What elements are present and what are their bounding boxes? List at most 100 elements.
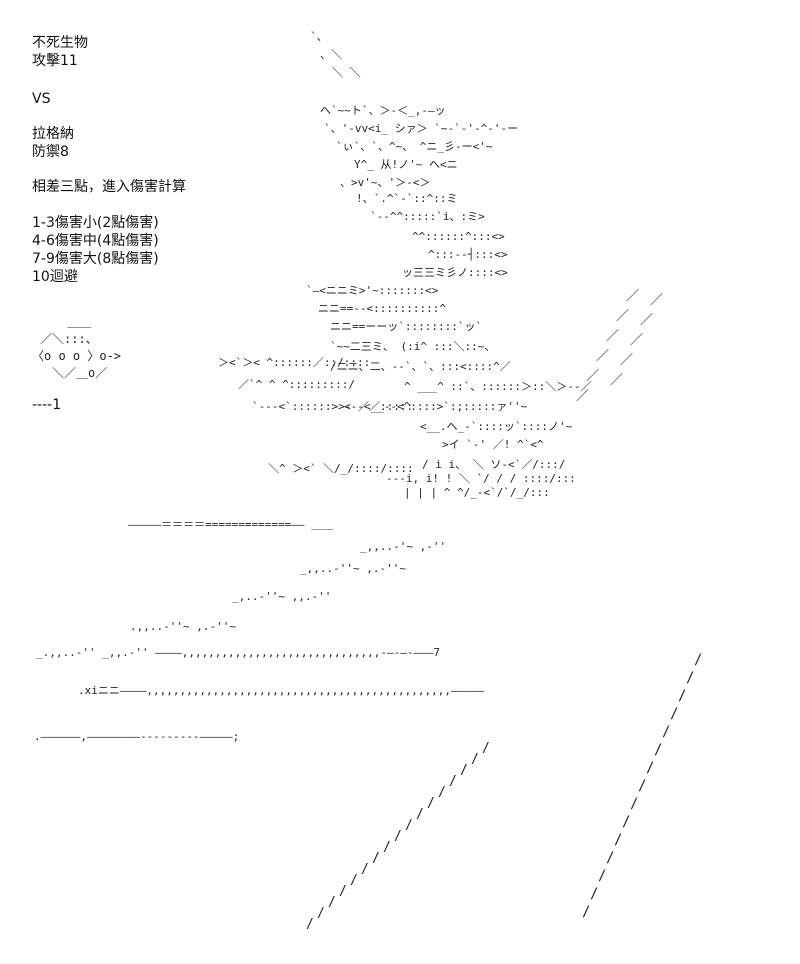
- dice-art-line: ／＼:::、: [40, 332, 98, 346]
- streak-art-line: _.,,..-'' _,,.-'' ――――,,,,,,,,,,,,,,,,,,…: [36, 646, 440, 659]
- streak-art-line: .,,..-''~ ,.‐''~: [130, 620, 236, 633]
- difference-note: 相差三點，進入傷害計算: [32, 179, 186, 195]
- falling-dash: /: [449, 774, 457, 789]
- beast-art-line: ＞<`＞< ^::::::／::/::::: [218, 356, 370, 369]
- wing-stroke: ／: [576, 389, 589, 404]
- beast-art-line: <‐‐<__-‐<^::::>`:;:::::ァ''~: [344, 400, 528, 413]
- beast-art-line: /ニニ、二、‐‐`、`、:::<::::^／: [330, 360, 511, 373]
- tail-dash: /: [622, 814, 630, 830]
- dice-art: ＿＿／＼:::、〈o o o 〉o‐>＼／＿o／: [32, 315, 121, 380]
- tail-dash: /: [598, 868, 606, 884]
- falling-dash: /: [405, 818, 413, 833]
- beast-art-line: ^ ___^ ::`、::::::＞::＼＞‐‐／: [404, 380, 591, 393]
- beast-art-line: !、`.^`‐`::^::ミ: [356, 192, 457, 205]
- streak-art-line: _,,..‐'~ ,‐'': [360, 540, 446, 553]
- beast-art: `、、＼ ＼ ＼ へ`~~ト`、＞‐＜_,-―ッ `、'-vv<i_ シァ＞ `~‐`…: [218, 30, 591, 499]
- wing-stroke: ／: [626, 289, 639, 304]
- tail-dash: /: [662, 724, 670, 740]
- beast-art-line: 、＼: [320, 48, 342, 61]
- wing-stroke: ／: [640, 313, 653, 328]
- tail-dash: /: [590, 886, 598, 902]
- hero-name: 拉格納: [32, 126, 74, 142]
- beast-art-line: ^^::::::^:::<>: [412, 230, 505, 243]
- falling-dash: /: [339, 884, 347, 899]
- wing-stroke: ／: [620, 353, 633, 368]
- beast-art-line: `~~二三ミ、 (:i^ :::＼::~、: [330, 340, 495, 353]
- beast-art-line: >イ `‐' ／! ^`<^: [442, 438, 544, 451]
- tail-dash: /: [606, 850, 614, 866]
- streak-art-line: _,,..-''~ ,.-''~: [300, 562, 406, 575]
- beast-art-line: 、>v'~、'＞‐<＞: [340, 176, 430, 189]
- beast-art-line: `―<ニニミ>'~:::::::<>: [306, 284, 439, 297]
- monster-attack: 攻擊11: [32, 53, 78, 69]
- tail-dash: /: [678, 688, 686, 704]
- dice-art-line: 〈o o o 〉o‐>: [32, 349, 121, 363]
- streak-art-line: .――――――,――――――――---------―――――;: [34, 730, 239, 743]
- falling-dash: /: [460, 763, 468, 778]
- beast-art-line: <__.ヘ_-`::::ッ`::::ノ'~: [420, 420, 573, 433]
- beast-art-line: `-‐-<`::::::>>‐ ／／:::::: [252, 400, 413, 413]
- wing-stroke: ／: [596, 349, 609, 364]
- beast-art-line: ‐‐‐i, i! ! ＼ `/ / / ::::/:::: [386, 472, 576, 485]
- tail-dash: /: [638, 778, 646, 794]
- dice-art-line: ＿＿: [48, 315, 91, 329]
- beast-art-line: ＼^ ＞<` ＼/_/::::/::::: [268, 462, 414, 475]
- tail-dash: /: [646, 760, 654, 776]
- streak-art-line: ―――――＝＝＝＝=============―― ＿＿: [128, 518, 333, 531]
- falling-dash: /: [361, 862, 369, 877]
- tail-dash: /: [614, 832, 622, 848]
- beast-art-line: | | | ^ ^/_‐<`/`/_/:::: [404, 486, 550, 499]
- wing-stroke: ／: [650, 293, 663, 308]
- beast-art-line: ／`^ ^ ^:::::::::/: [238, 378, 355, 391]
- falling-dash: /: [471, 752, 479, 767]
- falling-dash: /: [328, 895, 336, 910]
- beast-art-line: ニニ==‐‐<::::::::::^: [318, 302, 446, 315]
- falling-dash: /: [350, 873, 358, 888]
- wing-stroke: ／: [610, 373, 623, 388]
- falling-dash: /: [317, 906, 325, 921]
- speed-streaks-art: ―――――＝＝＝＝=============―― ＿＿ _,,..‐'~ ,‐''…: [34, 518, 484, 743]
- wing-stroke: ／: [616, 309, 629, 324]
- beast-art-line: ニニ==ーーッ`::::::::`ッ`: [330, 320, 482, 333]
- falling-dash: /: [438, 785, 446, 800]
- falling-dash: /: [427, 796, 435, 811]
- falling-dash: /: [372, 851, 380, 866]
- wing-stroke: ／: [630, 333, 643, 348]
- beast-art-line: Y^_ 从!ノ'~ へ<ニ: [354, 158, 458, 171]
- tail-dash: /: [686, 670, 694, 686]
- falling-dash: /: [416, 807, 424, 822]
- beast-art-line: ^:::‐‐┤:::<>: [428, 247, 508, 261]
- wing-stroke: ／: [586, 369, 599, 384]
- versus-label: VS: [32, 91, 51, 107]
- wing-stroke: ／: [606, 329, 619, 344]
- streak-art-line: _,..‐''~ ,,.‐'': [232, 590, 331, 603]
- tail-dash: /: [582, 904, 590, 920]
- beast-art-line: `、'-vv<i_ シァ＞ `~‐`‐'-^‐'‐ー: [324, 122, 518, 135]
- dice-art-line: ＼／＿o／: [52, 366, 107, 380]
- beast-art-line: `ぃ`、`、^~、 ^ニ_彡‐ー<'~: [336, 140, 493, 153]
- dice-result-label: ----1: [32, 397, 62, 413]
- damage-range-low: 1-3傷害小(2點傷害): [32, 215, 159, 231]
- tail-dash: /: [694, 652, 702, 668]
- tail-dash: /: [670, 706, 678, 722]
- beast-art-line: / i i、 ＼ ソ‐<`／/:::/: [422, 458, 565, 471]
- right-wing-art: ／／／／／／／／／／／: [576, 289, 663, 404]
- monster-name: 不死生物: [32, 35, 88, 51]
- falling-dash: /: [394, 829, 402, 844]
- falling-dash: /: [482, 741, 490, 756]
- beast-art-line: へ`~~ト`、＞‐＜_,-―ッ: [320, 104, 446, 117]
- tail-dash: /: [654, 742, 662, 758]
- falling-dash: /: [383, 840, 391, 855]
- streak-art-line: .xiニニ――――,,,,,,,,,,,,,,,,,,,,,,,,,,,,,,,…: [78, 684, 484, 697]
- beast-art-line: `‐‐^^:::::`i、:ミ>: [370, 210, 485, 223]
- tail-dash: /: [630, 796, 638, 812]
- falling-lines-art: /////////////////: [306, 741, 490, 932]
- beast-art-line: `、: [310, 30, 328, 43]
- damage-range-dodge: 10迴避: [32, 269, 78, 285]
- beast-art-line: ＼ ＼: [332, 66, 361, 79]
- damage-range-high: 7-9傷害大(8點傷害): [32, 251, 159, 267]
- right-tail-art: ///////////////: [582, 652, 702, 920]
- damage-range-mid: 4-6傷害中(4點傷害): [32, 233, 159, 249]
